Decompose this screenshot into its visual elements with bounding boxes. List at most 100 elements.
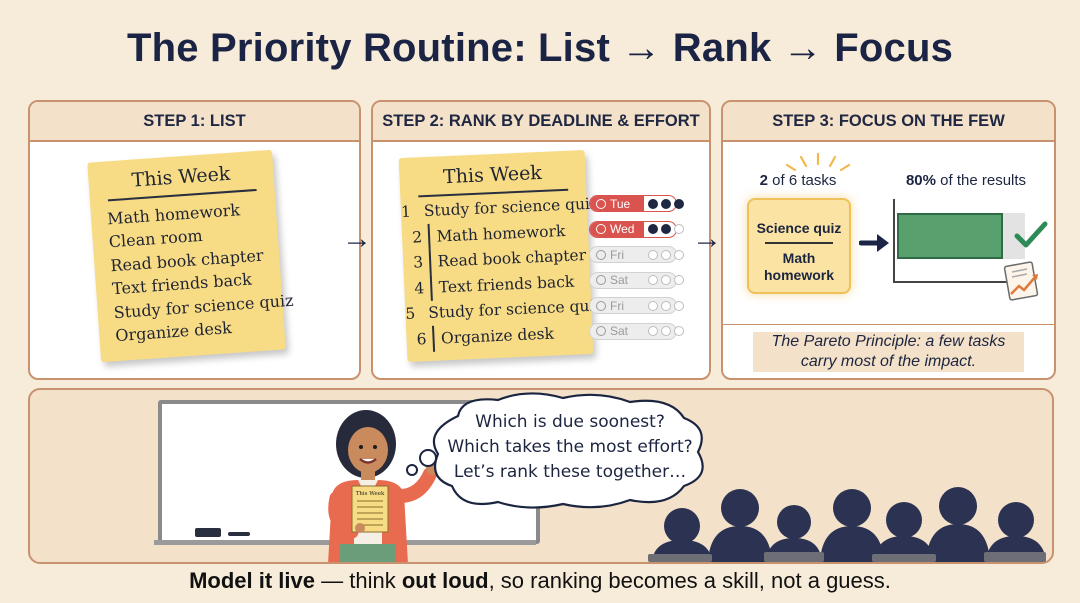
- bubble-line: Which is due soonest?: [475, 412, 665, 432]
- effort-dot: [674, 249, 684, 260]
- clock-icon: [596, 249, 606, 260]
- arrow-right-icon: [859, 234, 889, 252]
- effort-dot: [674, 224, 684, 234]
- pareto-divider: [723, 324, 1054, 325]
- clock-icon: [596, 326, 606, 336]
- rank-task: Study for science quiz: [427, 296, 603, 323]
- deadline-day: Fri: [610, 247, 624, 262]
- teacher-figure: This Week: [328, 410, 442, 562]
- step1-heading: STEP 1: LIST: [30, 102, 359, 142]
- deadline-day: Fri: [610, 298, 624, 313]
- rank-number: 2: [411, 227, 423, 247]
- checkmark-icon: [1014, 221, 1048, 248]
- deadline-day: Tue: [610, 196, 631, 211]
- deadline-day: Sat: [610, 273, 629, 287]
- focus-card: Science quiz Math homework: [747, 198, 851, 294]
- rank-divider: [431, 325, 435, 352]
- step2-note-title: This Week: [442, 161, 543, 189]
- classroom-scene: This Week Which is due soonest? Which ta…: [28, 388, 1054, 564]
- effort-dot: [648, 275, 658, 285]
- effort-dot: [661, 249, 671, 260]
- focus-item: Science quiz: [756, 220, 842, 236]
- rank-number: 4: [414, 278, 425, 298]
- bubble-text: Which is due soonest? Which takes the mo…: [440, 410, 700, 485]
- result-chart: [893, 199, 1033, 283]
- effort-dot: [648, 224, 658, 234]
- growth-report-icon: [1003, 261, 1039, 301]
- bottom-caption: Model it live — think out loud, so ranki…: [0, 568, 1080, 594]
- pareto-caption: The Pareto Principle: a few tasks carry …: [753, 332, 1024, 372]
- step3-heading: STEP 3: FOCUS ON THE FEW: [723, 102, 1054, 142]
- deadline-tag: Fri: [589, 246, 684, 263]
- effort-dot: [661, 224, 671, 234]
- students-silhouettes: [648, 487, 1046, 562]
- tasks-count-label: 2 of 6 tasks: [743, 172, 853, 189]
- caption-text-1: — think: [315, 568, 402, 593]
- rank-divider: [428, 249, 432, 275]
- rank-number: 5: [405, 304, 416, 324]
- bubble-line: Which takes the most effort?: [447, 437, 693, 457]
- effort-dot: [674, 198, 684, 209]
- rank-number: 3: [412, 253, 424, 272]
- rank-divider: [429, 274, 433, 301]
- page-title: The Priority Routine: List → Rank → Focu…: [126, 26, 954, 70]
- rank-number: 1: [400, 202, 412, 222]
- deadline-tag: Sat: [589, 271, 684, 289]
- effort-dot: [674, 326, 684, 336]
- effort-dot: [648, 198, 658, 209]
- deadline-day: Sat: [610, 324, 629, 338]
- caption-bold-2: out loud: [401, 568, 489, 593]
- effort-dots: [648, 275, 684, 285]
- effort-dot: [648, 300, 658, 311]
- rank-task: Organize desk: [440, 324, 555, 348]
- deadline-day: Wed: [610, 222, 635, 236]
- clock-icon: [596, 300, 606, 311]
- effort-dot: [661, 275, 671, 285]
- result-bar: [897, 213, 1003, 259]
- rank-task: Study for science quiz: [423, 194, 599, 221]
- effort-dot: [661, 198, 671, 209]
- caption-text-2: , so ranking becomes a skill, not a gues…: [488, 568, 891, 593]
- effort-dot: [648, 249, 658, 260]
- step2-heading: STEP 2: RANK BY DEADLINE & EFFORT: [373, 102, 709, 142]
- clock-icon: [596, 224, 606, 234]
- clock-icon: [596, 198, 606, 209]
- deadline-tag: Fri: [589, 297, 684, 314]
- tasks-count-rest: of 6 tasks: [772, 172, 837, 189]
- rank-task: Math homework: [436, 221, 566, 246]
- effort-dots: [648, 198, 684, 209]
- bubble-line: Let’s rank these together…: [453, 462, 687, 482]
- sparkle-icon: [785, 152, 851, 172]
- effort-dot: [648, 326, 658, 336]
- step3-panel: STEP 3: FOCUS ON THE FEW 2 of 6 tasks 80…: [721, 100, 1056, 380]
- results-label: 80% of the results: [891, 172, 1041, 189]
- caption-bold-1: Model it live: [189, 568, 316, 593]
- results-rest: of the results: [940, 172, 1027, 189]
- paper-label: This Week: [356, 491, 385, 497]
- step2-panel: STEP 2: RANK BY DEADLINE & EFFORT This W…: [371, 100, 711, 380]
- results-pct: 80%: [905, 172, 936, 189]
- effort-dots: [648, 249, 684, 260]
- effort-dots: [648, 224, 684, 234]
- focus-divider: [765, 242, 833, 244]
- effort-dot: [674, 275, 684, 285]
- rank-divider: [427, 223, 431, 250]
- effort-dot: [661, 300, 671, 311]
- arrow-icon: →: [692, 222, 722, 255]
- clock-icon: [596, 275, 606, 285]
- tasks-count: 2: [759, 172, 768, 189]
- marker-icon: [228, 532, 250, 536]
- rank-number: 6: [416, 329, 427, 349]
- focus-item: Math homework: [763, 249, 834, 283]
- effort-dot: [661, 326, 671, 336]
- arrow-icon: →: [342, 222, 372, 255]
- deadline-tag: Tue: [589, 195, 684, 212]
- eraser-icon: [195, 528, 221, 537]
- step1-sticky-note: This Week Math homework Clean room Read …: [87, 149, 294, 363]
- thought-bubble-icon: [406, 392, 704, 509]
- effort-dots: [648, 326, 684, 336]
- deadline-tag: Wed: [589, 220, 684, 238]
- effort-dot: [674, 300, 684, 311]
- deadline-tag: Sat: [589, 322, 684, 340]
